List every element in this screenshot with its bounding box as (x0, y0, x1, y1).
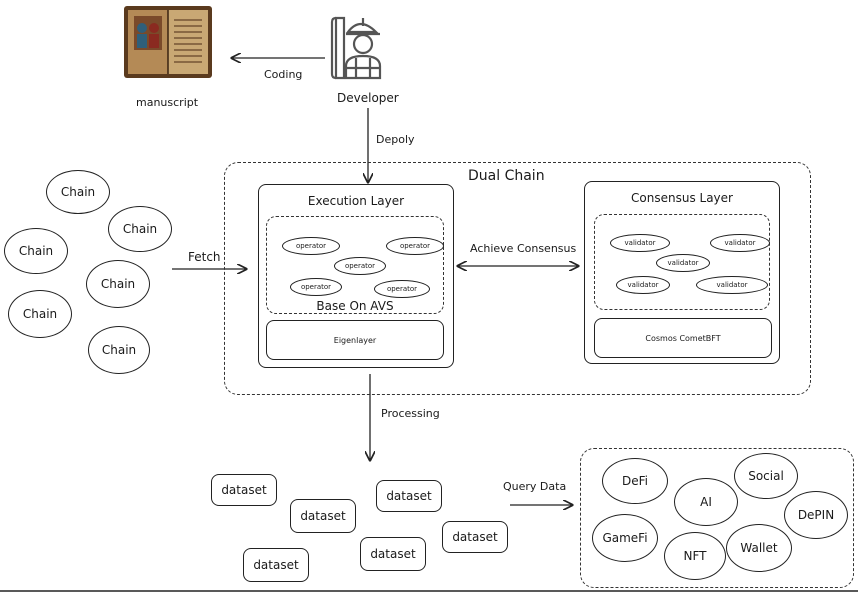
avs-dashed-box (266, 216, 444, 314)
eigenlayer-label: Eigenlayer (333, 335, 377, 345)
avs-label: Base On AVS (316, 299, 394, 313)
developer-label: Developer (337, 91, 399, 105)
dataset-node: dataset (290, 499, 356, 533)
operator-node: operator (290, 278, 342, 296)
app-ai: AI (674, 478, 738, 526)
dataset-node: dataset (211, 474, 277, 506)
manuscript-label: manuscript (136, 96, 199, 109)
chain-node: Chain (108, 206, 172, 252)
validator-node: validator (610, 234, 670, 252)
validator-node: validator (710, 234, 770, 252)
validator-node: validator (696, 276, 768, 294)
query-data-label: Query Data (503, 480, 567, 493)
dataset-node: dataset (360, 537, 426, 571)
consensus-layer-title: Consensus Layer (631, 191, 733, 205)
fetch-label: Fetch (188, 250, 221, 264)
dataset-node: dataset (376, 480, 442, 512)
processing-label: Processing (381, 407, 440, 420)
chain-node: Chain (46, 170, 110, 214)
operator-node: operator (282, 237, 340, 255)
app-nft: NFT (664, 532, 726, 580)
dual-chain-container (224, 162, 811, 395)
chain-node: Chain (4, 228, 68, 274)
cometbft-box: Cosmos CometBFT (594, 318, 772, 358)
eigenlayer-box: Eigenlayer (266, 320, 444, 360)
app-gamefi: GameFi (592, 514, 658, 562)
chain-node: Chain (8, 290, 72, 338)
coding-label: Coding (264, 68, 303, 81)
apps-container (580, 448, 854, 588)
execution-layer-title: Execution Layer (307, 194, 405, 208)
dual-chain-title: Dual Chain (468, 168, 545, 184)
chain-node: Chain (86, 260, 150, 308)
validator-dashed-box (594, 214, 770, 310)
app-social: Social (734, 453, 798, 499)
app-wallet: Wallet (726, 524, 792, 572)
dataset-node: dataset (442, 521, 508, 553)
operator-node: operator (386, 237, 444, 255)
achieve-consensus-label: Achieve Consensus (470, 242, 577, 255)
app-depin: DePIN (784, 491, 848, 539)
dataset-node: dataset (243, 548, 309, 582)
validator-node: validator (616, 276, 670, 294)
validator-node: validator (656, 254, 710, 272)
chain-node: Chain (88, 326, 150, 374)
developer-icon (326, 12, 396, 84)
deploy-label: Depoly (376, 133, 415, 146)
operator-node: operator (334, 257, 386, 275)
app-defi: DeFi (602, 458, 668, 504)
manuscript-image (122, 2, 214, 82)
cometbft-label: Cosmos CometBFT (645, 333, 721, 343)
operator-node: operator (374, 280, 430, 298)
